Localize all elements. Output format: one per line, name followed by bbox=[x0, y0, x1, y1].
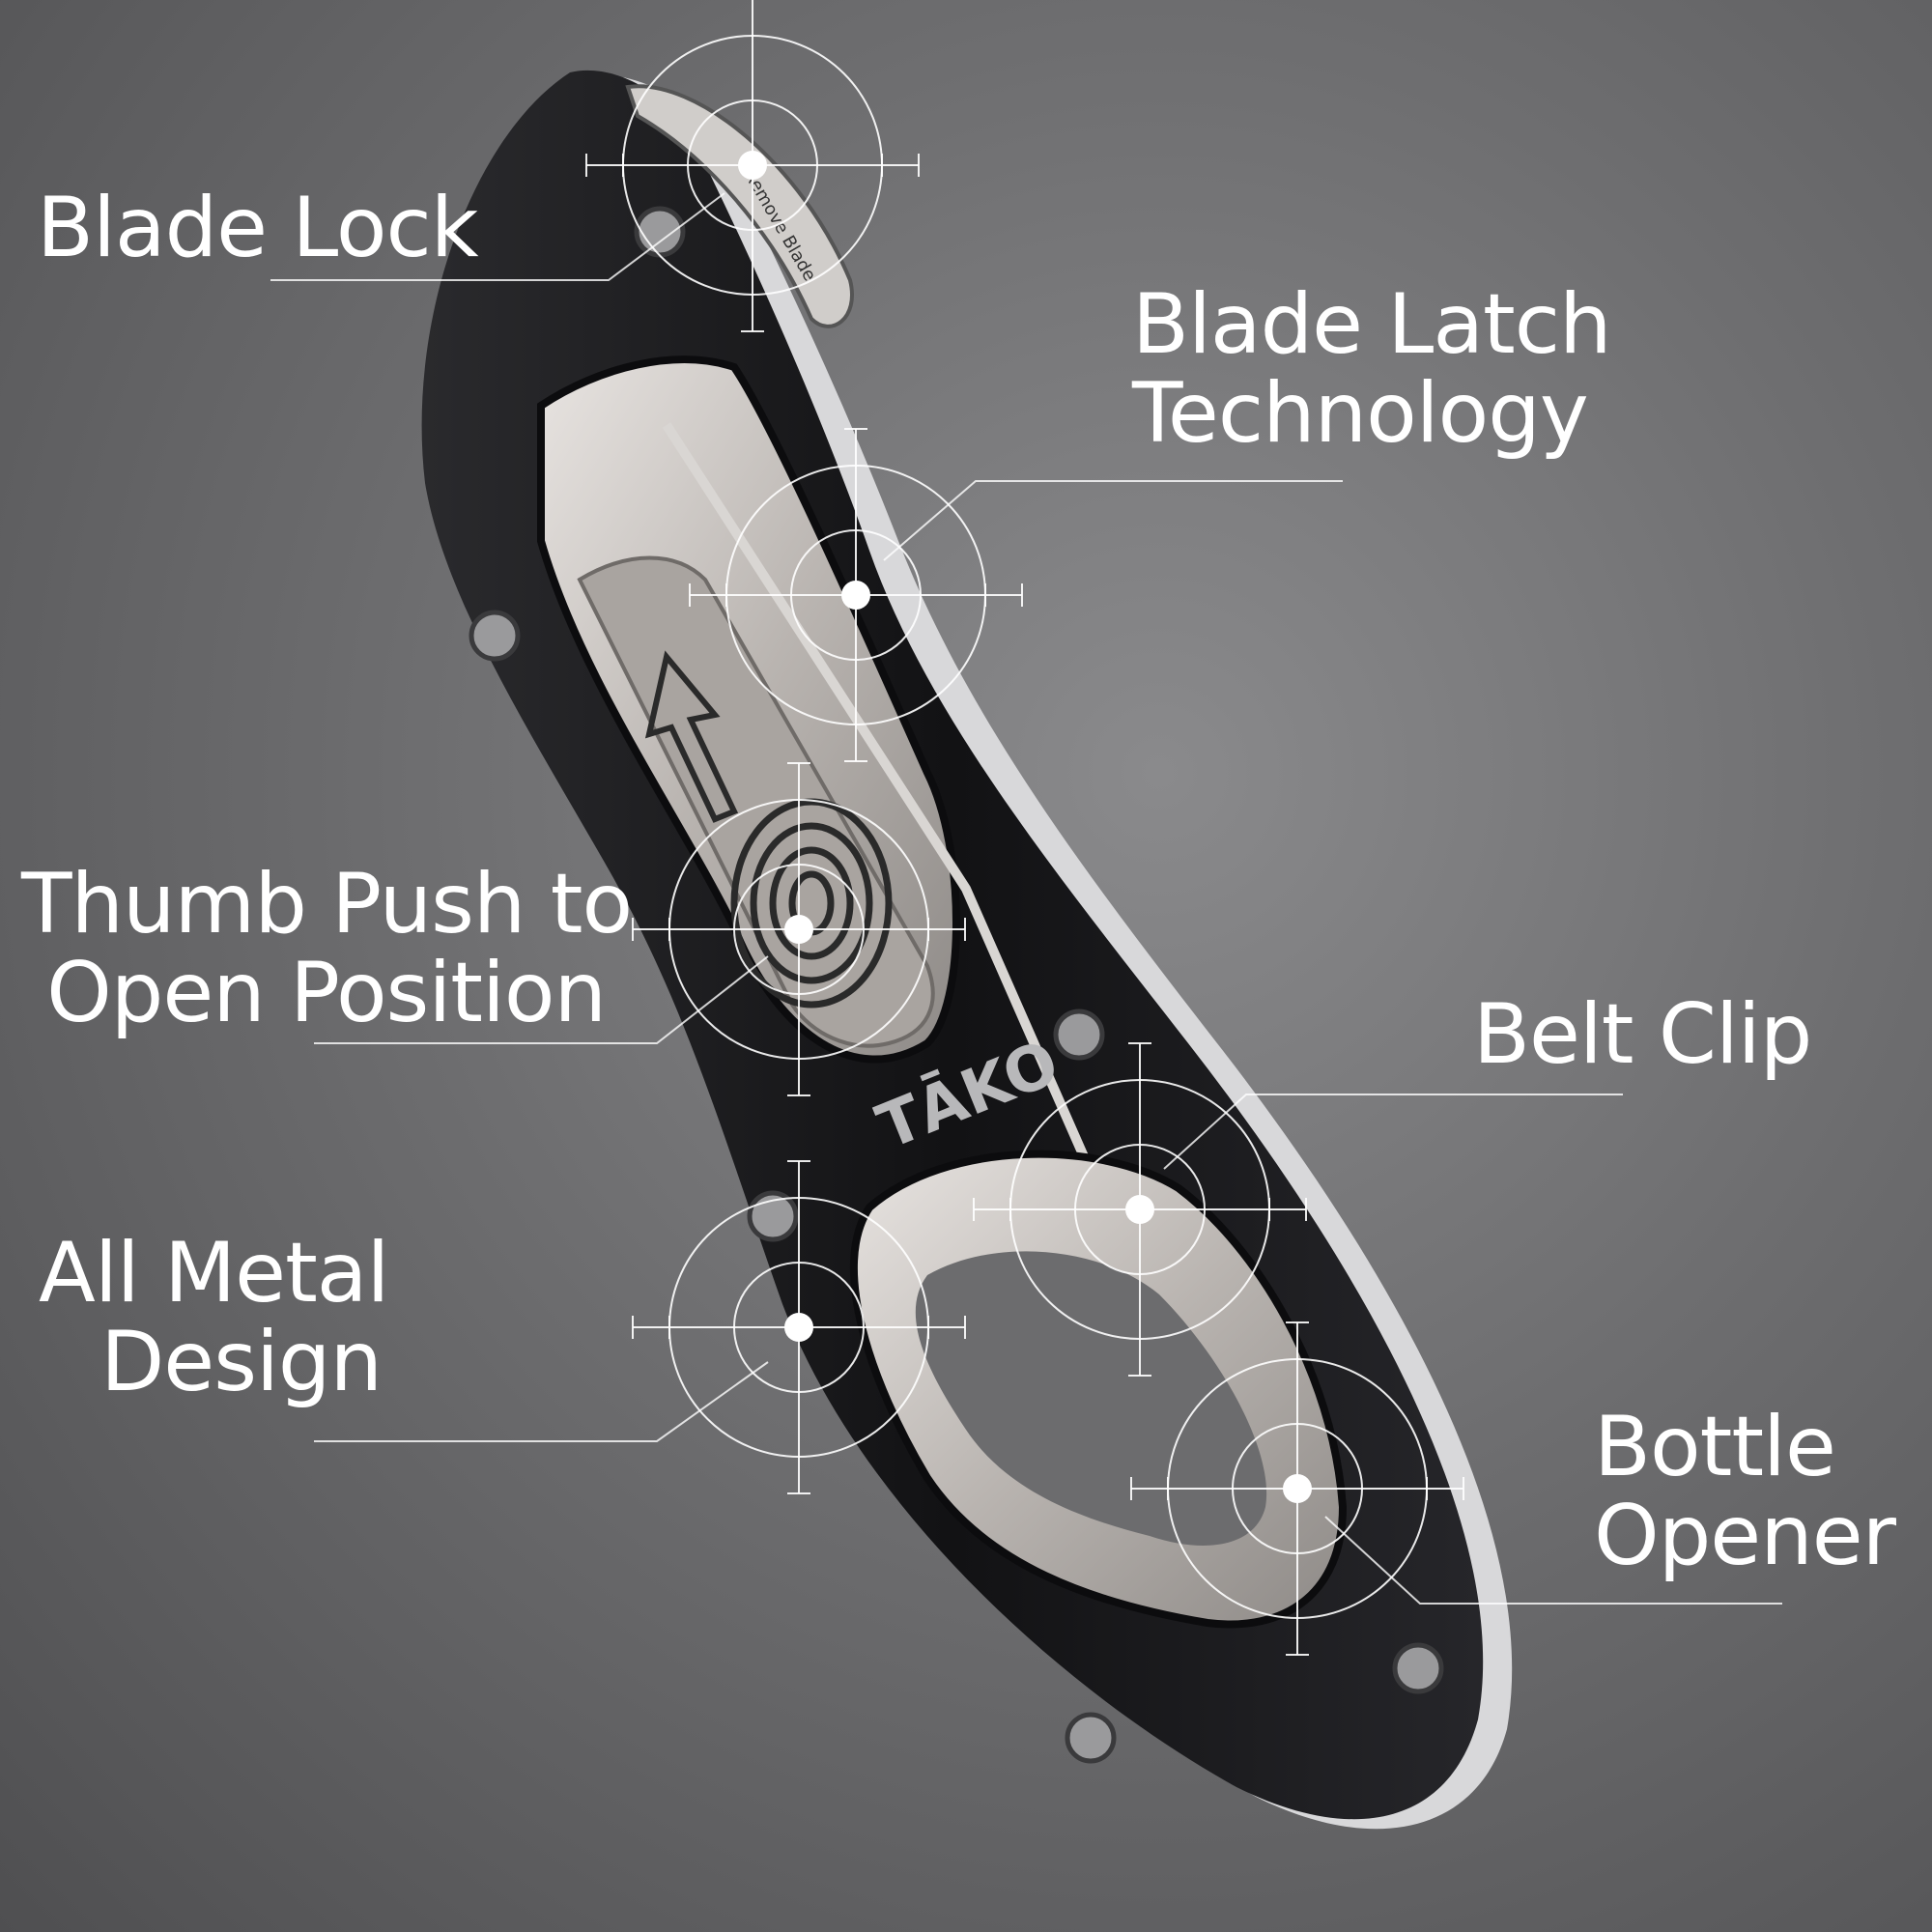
leader-blade-lock bbox=[270, 192, 725, 281]
leader-bottle-opener bbox=[1324, 1516, 1782, 1605]
utility-tool bbox=[421, 70, 1513, 1830]
leader-blade-latch bbox=[883, 480, 1343, 561]
callout-thumb-push-line1: Thumb Push to bbox=[21, 856, 633, 952]
leader-lines bbox=[270, 192, 1782, 1605]
callout-all-metal: All Metal Design bbox=[39, 1225, 389, 1410]
leader-belt-clip bbox=[1163, 1094, 1623, 1170]
callout-bottle-opener-line2: Opener bbox=[1594, 1488, 1896, 1584]
callout-blade-lock-text: Blade Lock bbox=[37, 180, 479, 276]
marker-center-dot bbox=[1125, 1195, 1154, 1224]
screw bbox=[634, 206, 686, 258]
callout-blade-latch: Blade Latch Technology bbox=[1132, 276, 1612, 462]
callout-bottle-opener: Bottle Opener bbox=[1594, 1399, 1896, 1584]
leader-thumb-push bbox=[314, 955, 769, 1044]
marker-center-dot bbox=[784, 1313, 813, 1342]
marker-center-dot bbox=[738, 151, 767, 180]
screw bbox=[1053, 1009, 1105, 1061]
screws bbox=[469, 206, 1444, 1764]
screw bbox=[1392, 1642, 1444, 1694]
marker-center-dot bbox=[784, 915, 813, 944]
arrow-engraving bbox=[644, 650, 739, 823]
screw bbox=[469, 610, 521, 662]
callout-all-metal-line1: All Metal bbox=[39, 1225, 389, 1321]
fingerprint-engraving bbox=[730, 798, 893, 1009]
bottle-opener-hole bbox=[915, 1251, 1267, 1546]
callout-thumb-push-line2: Open Position bbox=[46, 945, 607, 1041]
blade-lock-wheel bbox=[625, 84, 854, 328]
marker-center-dot bbox=[841, 581, 870, 610]
marker-belt-clip bbox=[973, 1042, 1307, 1377]
marker-bottle-opener bbox=[1130, 1321, 1464, 1656]
callout-bottle-opener-line1: Bottle bbox=[1594, 1399, 1836, 1495]
callout-thumb-push: Thumb Push to Open Position bbox=[21, 856, 633, 1041]
marker-center-dot bbox=[1283, 1474, 1312, 1503]
marker-all-metal bbox=[632, 1160, 966, 1494]
callout-all-metal-line2: Design bbox=[100, 1314, 383, 1410]
callout-markers bbox=[585, 0, 1464, 1656]
callout-blade-latch-line1: Blade Latch bbox=[1132, 276, 1612, 373]
callout-blade-latch-line2: Technology bbox=[1132, 365, 1589, 462]
marker-blade-latch bbox=[689, 428, 1023, 762]
screw bbox=[747, 1190, 799, 1242]
callout-blade-lock: Blade Lock bbox=[37, 180, 479, 276]
callout-belt-clip: Belt Clip bbox=[1473, 986, 1812, 1083]
marker-thumb-push bbox=[632, 762, 966, 1096]
screw bbox=[1065, 1712, 1117, 1764]
marker-blade-lock bbox=[585, 0, 920, 332]
callout-belt-clip-text: Belt Clip bbox=[1473, 986, 1812, 1083]
leader-all-metal bbox=[314, 1361, 769, 1442]
